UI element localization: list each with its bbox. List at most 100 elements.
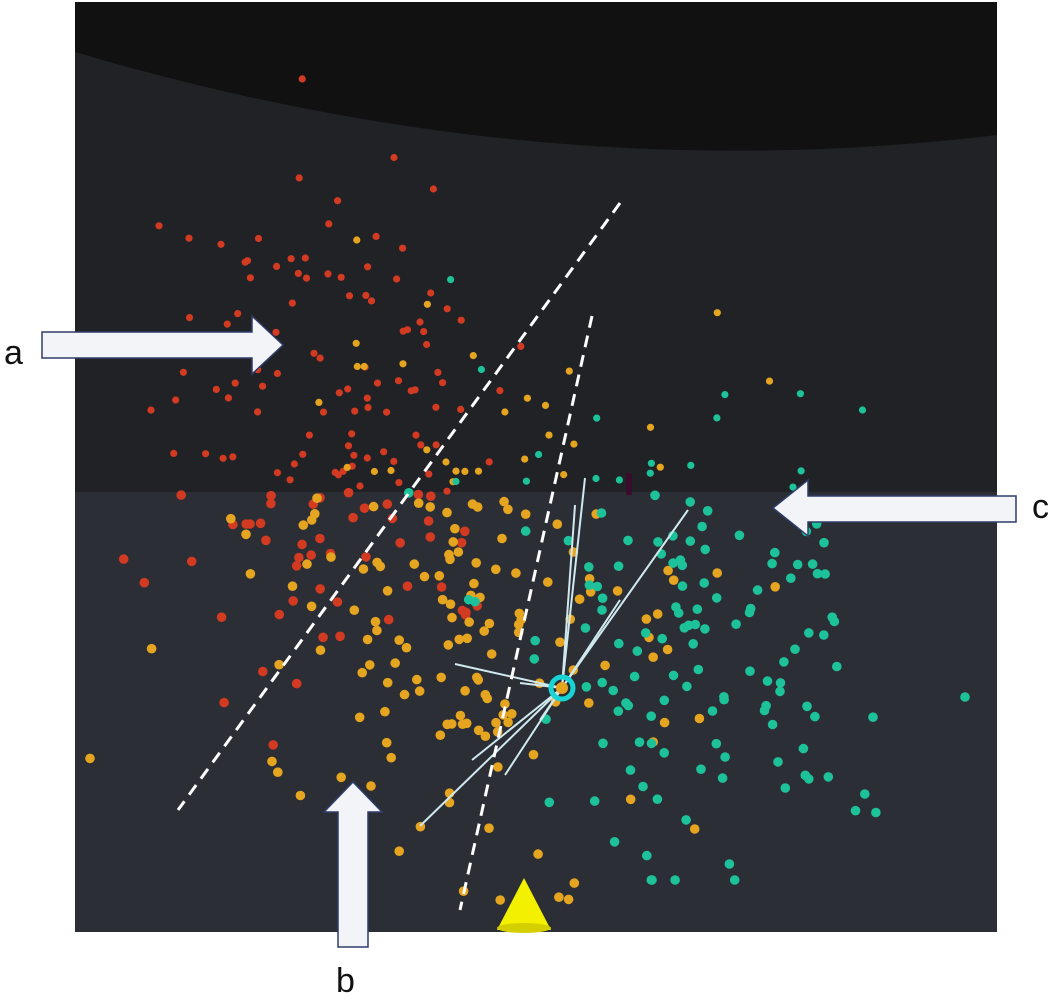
- cluster-b-point: [85, 753, 95, 764]
- cluster-c-point: [819, 630, 829, 640]
- cluster-b-point: [453, 547, 464, 557]
- cluster-a-point: [394, 377, 403, 385]
- cluster-a-point: [363, 394, 371, 402]
- cluster-b-point: [447, 612, 457, 623]
- cluster-a-point: [411, 386, 419, 394]
- up-arrow-icon: [322, 780, 384, 948]
- cluster-b-point: [770, 582, 780, 592]
- cluster-a-point: [306, 550, 317, 560]
- cluster-b-point: [648, 652, 658, 662]
- cluster-c-point: [685, 497, 695, 507]
- cluster-c-point: [786, 573, 796, 583]
- cluster-a-point: [297, 539, 307, 550]
- cluster-b-point: [370, 616, 381, 627]
- cluster-c-point: [580, 623, 591, 633]
- cluster-c-point: [780, 783, 791, 793]
- cluster-b-point: [443, 640, 454, 650]
- cluster-c-point: [592, 581, 603, 592]
- cluster-c-point: [657, 633, 667, 644]
- cluster-b-point: [663, 565, 673, 576]
- cone-icon: [497, 878, 551, 933]
- cluster-a-point: [295, 174, 303, 182]
- cluster-b-point: [652, 609, 663, 619]
- cluster-b-point: [694, 713, 705, 724]
- cluster-c-point: [652, 794, 663, 804]
- cluster-c-point: [807, 559, 818, 569]
- cluster-b-point: [484, 618, 495, 629]
- cluster-a-point: [420, 328, 428, 336]
- cluster-b-point: [471, 558, 482, 568]
- cluster-a-point: [261, 535, 271, 546]
- cluster-c-point: [711, 738, 722, 749]
- link-line: [561, 509, 689, 689]
- cluster-c-point: [820, 569, 830, 579]
- cluster-c-point: [745, 666, 755, 676]
- cluster-a-point: [364, 263, 372, 271]
- cluster-a-point: [176, 490, 186, 500]
- cluster-c-point: [871, 807, 881, 818]
- cluster-b-point: [390, 658, 401, 668]
- cluster-a-point: [460, 526, 470, 537]
- cluster-b-point: [349, 605, 360, 615]
- cluster-a-point: [287, 255, 295, 263]
- cluster-a-point: [268, 740, 279, 750]
- cluster-c-point: [596, 508, 607, 518]
- cluster-b-point: [545, 431, 553, 439]
- cluster-a-point: [356, 482, 364, 490]
- cluster-b-point: [306, 601, 317, 612]
- cluster-a-point: [219, 454, 227, 462]
- cluster-a-point: [254, 234, 263, 243]
- cluster-b-point: [274, 659, 284, 670]
- cluster-a-point: [291, 561, 302, 571]
- cluster-c-point: [721, 391, 729, 399]
- link-line: [561, 599, 621, 689]
- cluster-a-point: [416, 318, 424, 326]
- cluster-c-point: [860, 789, 870, 799]
- cluster-a-point: [393, 275, 401, 283]
- cluster-c-point: [520, 526, 531, 536]
- cluster-c-point: [659, 695, 670, 706]
- link-line: [539, 687, 563, 721]
- cluster-b-point: [380, 706, 390, 717]
- cluster-a-point: [364, 403, 372, 412]
- cluster-b-point: [352, 339, 360, 347]
- cluster-c-point: [581, 682, 592, 692]
- cluster-a-point: [363, 454, 371, 462]
- cluster-c-point: [522, 477, 531, 485]
- cluster-c-point: [597, 593, 608, 603]
- cluster-b-point: [491, 564, 501, 575]
- cluster-c-point: [797, 467, 805, 475]
- cluster-a-point: [439, 379, 447, 387]
- cluster-c-point: [584, 562, 594, 572]
- cluster-a-point: [423, 516, 434, 526]
- cluster-c-point: [650, 490, 660, 501]
- selected-node[interactable]: [556, 682, 568, 694]
- cluster-b-point: [486, 649, 497, 659]
- cluster-c-point: [800, 770, 811, 781]
- cluster-a-point: [372, 232, 380, 240]
- cluster-c-point: [653, 537, 663, 547]
- selected-node-links: [419, 477, 689, 827]
- cluster-b-point: [495, 895, 506, 905]
- selected-node-ring[interactable]: [548, 674, 576, 702]
- cluster-a-point: [395, 538, 406, 548]
- cluster-a-point: [423, 340, 431, 349]
- cluster-c-point: [798, 743, 809, 754]
- cluster-a-point: [461, 607, 471, 618]
- 3d-viewport: [75, 2, 997, 933]
- cluster-b-point: [409, 559, 420, 569]
- cluster-c-point: [632, 646, 643, 656]
- cluster-c-point: [463, 594, 474, 605]
- cluster-c-point: [699, 578, 709, 588]
- cluster-c-point: [646, 875, 657, 885]
- cluster-c-point: [608, 685, 618, 696]
- cluster-b-point: [450, 523, 460, 534]
- cluster-c-point: [960, 692, 970, 702]
- cluster-a-point: [351, 407, 359, 415]
- cluster-a-point: [324, 270, 332, 278]
- cluster-a-point: [243, 257, 252, 265]
- cluster-c-point: [544, 797, 555, 808]
- cluster-b-point: [474, 467, 483, 475]
- cluster-b-point: [521, 455, 529, 463]
